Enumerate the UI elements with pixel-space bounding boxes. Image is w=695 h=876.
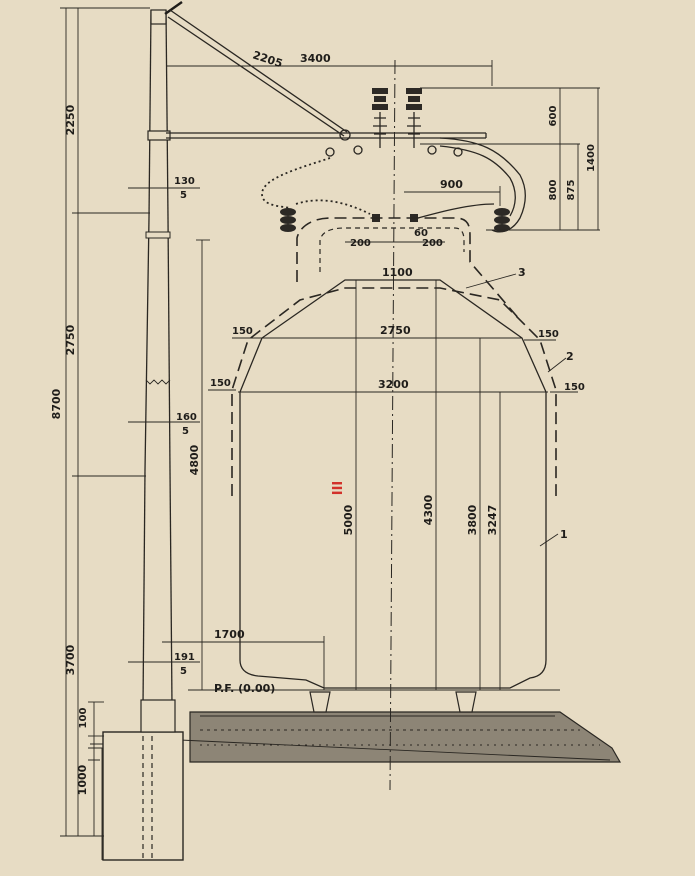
label-insul-1400: 1400	[586, 144, 597, 172]
label-pole-d3: 191	[174, 652, 195, 663]
label-height-3247: 3247	[486, 505, 499, 536]
label-pole-total: 8700	[50, 388, 63, 419]
label-pole-d2-div: 5	[182, 426, 189, 437]
label-width-2750: 2750	[380, 324, 411, 337]
label-pole-low: 3700	[64, 644, 77, 675]
label-gap-60: 60	[414, 228, 428, 239]
label-insul-600: 600	[548, 106, 559, 127]
clearance-gauges	[231, 217, 557, 689]
label-width-3200: 3200	[378, 378, 409, 391]
label-height-4800: 4800	[188, 444, 201, 475]
label-offset-150-a: 150	[232, 326, 253, 337]
label-ground: 100	[78, 708, 89, 729]
label-width-1100: 1100	[382, 266, 413, 279]
label-pole-d1: 130	[174, 176, 195, 187]
label-pole-mid: 2750	[64, 324, 77, 355]
label-arm: 3400	[300, 52, 331, 65]
label-footing: 1000	[76, 764, 89, 795]
label-reach-1700: 1700	[214, 628, 245, 641]
label-span-900: 900	[440, 178, 463, 191]
label-pole-d3-div: 5	[180, 666, 187, 677]
label-offset-right: 200	[422, 238, 443, 249]
label-insul-800: 800	[548, 180, 559, 201]
pole	[140, 9, 176, 733]
label-pole-top: 2250	[64, 104, 77, 135]
ballast-bed	[88, 711, 622, 860]
label-offset-150-d: 150	[564, 382, 585, 393]
label-offset-150-c: 150	[538, 329, 559, 340]
label-insul-875: 875	[566, 180, 577, 201]
label-platform-level: P.F. (0.00)	[214, 682, 275, 695]
track-centerline	[389, 59, 396, 791]
cantilever	[164, 1, 526, 233]
mark-2: 2	[566, 350, 574, 363]
label-strut: 2205	[251, 48, 284, 70]
rails	[188, 689, 560, 713]
label-height-5000: 5000	[342, 504, 355, 535]
label-offset-left: 200	[350, 238, 371, 249]
mark-3: 3	[518, 266, 526, 279]
insulators	[261, 88, 510, 232]
label-pole-d2: 160	[176, 412, 197, 423]
label-offset-150-b: 150	[210, 378, 231, 389]
mark-1: 1	[560, 528, 568, 541]
dimension-lines	[60, 7, 600, 837]
label-roman-numeral: III	[331, 481, 346, 496]
label-height-3800: 3800	[466, 504, 479, 535]
label-height-4300: 4300	[422, 494, 435, 525]
label-pole-d1-div: 5	[180, 190, 187, 201]
